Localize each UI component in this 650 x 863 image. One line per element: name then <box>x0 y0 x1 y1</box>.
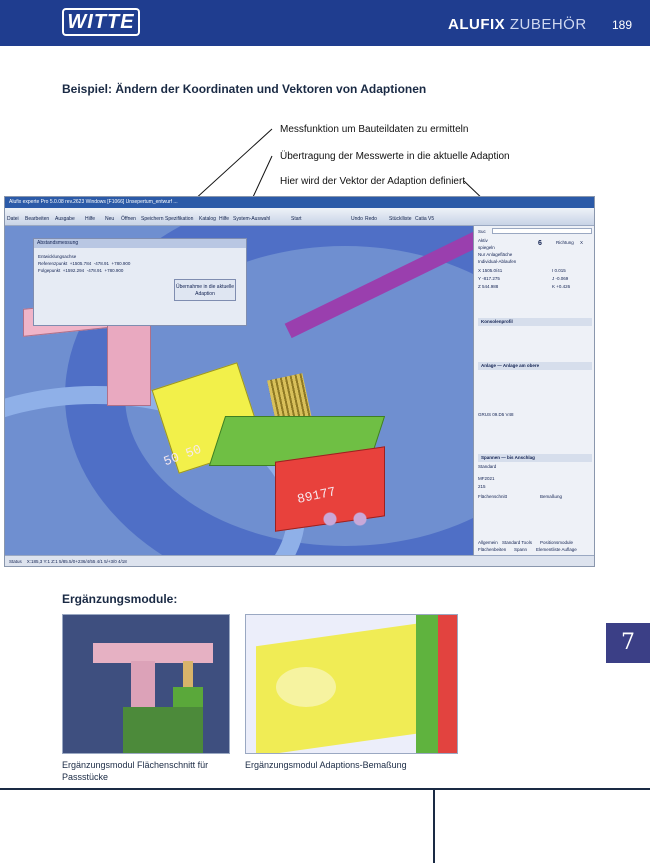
supplementary-modules-heading: Ergänzungsmodule: <box>62 592 178 606</box>
status-label: Status <box>9 559 22 564</box>
direction-value[interactable]: X <box>580 240 584 245</box>
app-title-bar: Alufix experte Pro 5.0.08 rev.2623 Windo… <box>5 197 594 208</box>
green-part <box>173 687 203 709</box>
checkbox-spiegeln[interactable]: spiegeln <box>478 245 495 250</box>
spanner-rot-value[interactable]: 215 <box>478 484 486 489</box>
measurement-rows: Entwicklungsachse Referenzpunkt +1505.78… <box>38 253 130 274</box>
dimension-value[interactable]: GRUS 09.D5 V48 <box>478 412 514 417</box>
toolbar-undo[interactable]: Undo <box>351 216 363 222</box>
toolbar-start[interactable]: Start <box>291 216 302 222</box>
status-coordinates: X:185,3 Y:1 Z:1 5/85.5/0+236/4/55 4/1 5/… <box>26 559 127 564</box>
toolbar-system-auswahl[interactable]: System-Auswahl <box>233 216 271 222</box>
section-title: ALUFIX ZUBEHÖR <box>448 16 587 33</box>
status-bar: Status X:185,3 Y:1 Z:1 5/85.5/0+236/4/55… <box>5 555 594 566</box>
search-label: Suc <box>478 229 486 234</box>
callout-transfer-values: Übertragung der Messwerte in die aktuell… <box>280 151 510 162</box>
transfer-to-adaption-button[interactable]: Übernahme in die aktuelle Adaption <box>174 279 236 301</box>
pin-part <box>183 661 193 689</box>
red-block <box>438 615 457 753</box>
menu-hilfe[interactable]: Hilfe <box>85 216 96 222</box>
callout-vector-definition: Hier wird der Vektor der Adaption defini… <box>280 176 466 187</box>
page-header: WITTE ALUFIX ZUBEHÖR 189 <box>0 0 650 46</box>
toolbar-speichern[interactable]: Speichern <box>141 216 164 222</box>
checkbox-individual[interactable]: Individual-Ablaufen <box>478 259 517 264</box>
footer-divider <box>433 790 435 863</box>
callout-measure-function: Messfunktion um Bauteildaten zu ermittel… <box>280 124 469 135</box>
x-coordinate[interactable]: X 1505.0/41 <box>478 268 503 273</box>
example-heading: Beispiel: Ändern der Koordinaten und Vek… <box>62 82 427 96</box>
surface-cut-module-image <box>62 614 230 754</box>
menu-ausgabe[interactable]: Ausgabe <box>55 216 75 222</box>
measurement-row: Referenzpunkt +1505.784 -478.91 +780.900 <box>38 261 131 266</box>
k-vector[interactable]: K +0.426 <box>552 284 571 289</box>
toolbar-stueckliste[interactable]: Stücklliste <box>389 216 412 222</box>
measurement-dialog-title: Abstandsmessung <box>34 239 246 248</box>
adaption-properties-panel: Suc 6 Richtung X Aktiv spiegeln Nur Anla… <box>473 226 594 556</box>
application-screenshot: Alufix experte Pro 5.0.08 rev.2623 Windo… <box>4 196 595 567</box>
cylinder-feature <box>276 667 336 707</box>
bottom-tab-flaechen[interactable]: Flächenbeiten <box>478 547 507 552</box>
menu-datei[interactable]: Datei <box>7 216 19 222</box>
footer-rule <box>0 788 650 790</box>
witte-logo: WITTE <box>62 8 140 36</box>
toolbar-catia[interactable]: Catia V5 <box>415 216 435 222</box>
anbindung-value[interactable]: Standard <box>478 464 497 469</box>
green-block <box>416 615 438 753</box>
bottom-tab-spann[interactable]: Spann <box>514 547 528 552</box>
menu-bearbeiten[interactable]: Bearbeiten <box>25 216 50 222</box>
checkbox-anlageflaeche[interactable]: Nur Anlagefläche <box>478 252 513 257</box>
toolbar-redo[interactable]: Redo <box>365 216 377 222</box>
bottom-tab-allgemein[interactable]: Allgemein <box>478 540 498 545</box>
bottom-tab-elementliste[interactable]: Elementliste Auflage <box>536 547 577 552</box>
tab-flaechenschnitt[interactable]: Flächenschnitt <box>478 494 508 499</box>
search-field[interactable] <box>492 228 592 234</box>
toolbar-spezifikation[interactable]: Spezifikation <box>165 216 194 222</box>
toolbar-oeffnen[interactable]: Öffnen <box>121 216 136 222</box>
i-vector[interactable]: I 0.015 <box>552 268 566 273</box>
section-anlage: Anlage — Anlage am obere <box>478 362 592 370</box>
toolbar-katalog[interactable]: Katalog <box>199 216 216 222</box>
green-base-part <box>123 707 203 753</box>
pink-arm-part <box>93 643 213 663</box>
section-title-bold: ALUFIX <box>448 16 506 33</box>
chapter-tab: 7 <box>606 623 650 663</box>
3d-viewport[interactable]: Abstandsmessung Entwicklungsachse Refere… <box>5 226 473 556</box>
bottom-tab-standard-tools[interactable]: Standard Tools <box>502 540 532 545</box>
j-vector[interactable]: J -0.069 <box>552 276 569 281</box>
adaption-dimension-module-image <box>245 614 458 754</box>
app-toolbar: Datei Bearbeiten Ausgabe Hilfe Neu Öffne… <box>5 208 594 226</box>
section-spannen: Spannen — bis Anschlag <box>478 454 592 462</box>
section-title-light: ZUBEHÖR <box>509 16 587 33</box>
stud-pins <box>315 504 375 534</box>
tab-bemassung[interactable]: Bemaßung <box>540 494 563 499</box>
section-konsolenprofil: Konsolenprofil <box>478 318 592 326</box>
toolbar-neu[interactable]: Neu <box>105 216 115 222</box>
measurement-dialog: Abstandsmessung Entwicklungsachse Refere… <box>33 238 247 326</box>
pink-post-part <box>107 316 151 406</box>
z-coordinate[interactable]: Z 544.988 <box>478 284 499 289</box>
measurement-row: Entwicklungsachse <box>38 254 77 259</box>
bottom-tab-positionsmodule[interactable]: Positionsmodule <box>540 540 574 545</box>
spanner-value[interactable]: MF2021 <box>478 476 495 481</box>
measurement-row: Folgepunkt +1592.294 -478.91 +780.900 <box>38 268 124 273</box>
direction-label: Richtung <box>556 240 574 245</box>
toolbar-hilfe[interactable]: Hilfe <box>219 216 230 222</box>
caption-adaption-dimension: Ergänzungsmodul Adaptions-Bemaßung <box>245 760 407 770</box>
y-coordinate[interactable]: Y -817.275 <box>478 276 500 281</box>
adaption-number: 6 <box>538 240 542 247</box>
caption-surface-cut: Ergänzungsmodul Flächenschnitt für Passs… <box>62 760 209 782</box>
page-number: 189 <box>612 18 633 32</box>
checkbox-aktiv[interactable]: Aktiv <box>478 238 488 243</box>
